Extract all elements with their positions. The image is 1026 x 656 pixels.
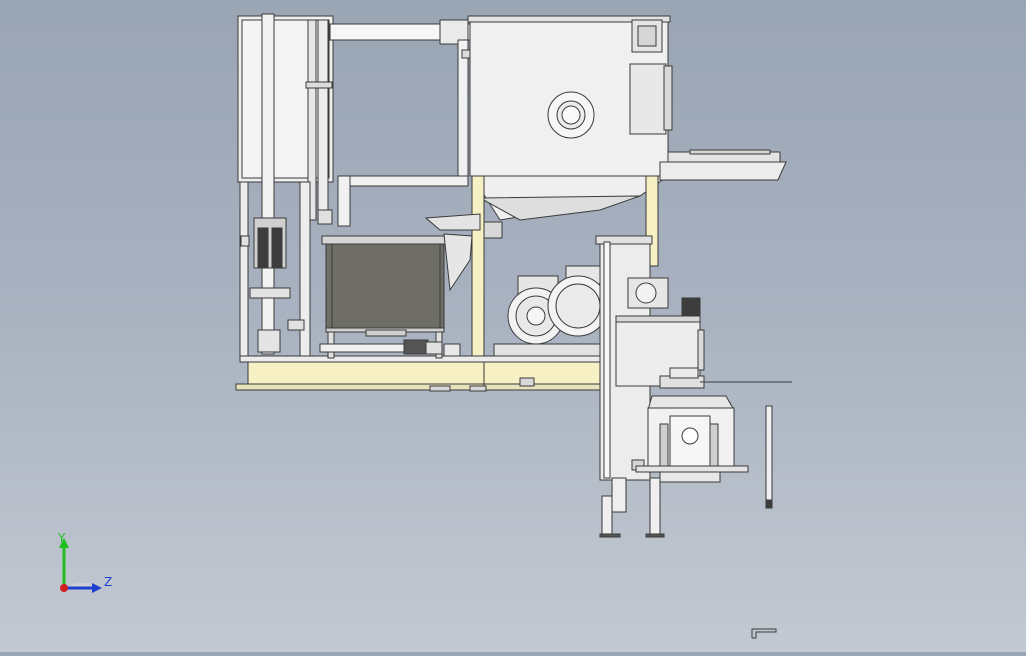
cylinder-top-pump — [627, 277, 701, 317]
origin-marker — [60, 584, 68, 592]
lower-gearbox — [635, 367, 792, 483]
control-box — [615, 315, 705, 387]
motor-pair — [493, 265, 609, 357]
l-bracket — [751, 628, 777, 639]
coordinate-triad: Y Z — [57, 531, 112, 593]
left-filter-unit — [240, 217, 305, 353]
right-conveyor-tray — [659, 149, 787, 181]
dark-tank — [319, 235, 461, 359]
z-axis-label: Z — [104, 575, 112, 589]
standalone-rod — [765, 405, 773, 509]
top-pipe — [317, 19, 473, 227]
outlet-chute — [424, 213, 503, 292]
left-column-cabinet — [237, 13, 334, 358]
upper-hopper-box — [467, 15, 673, 221]
y-axis-label: Y — [57, 531, 66, 545]
